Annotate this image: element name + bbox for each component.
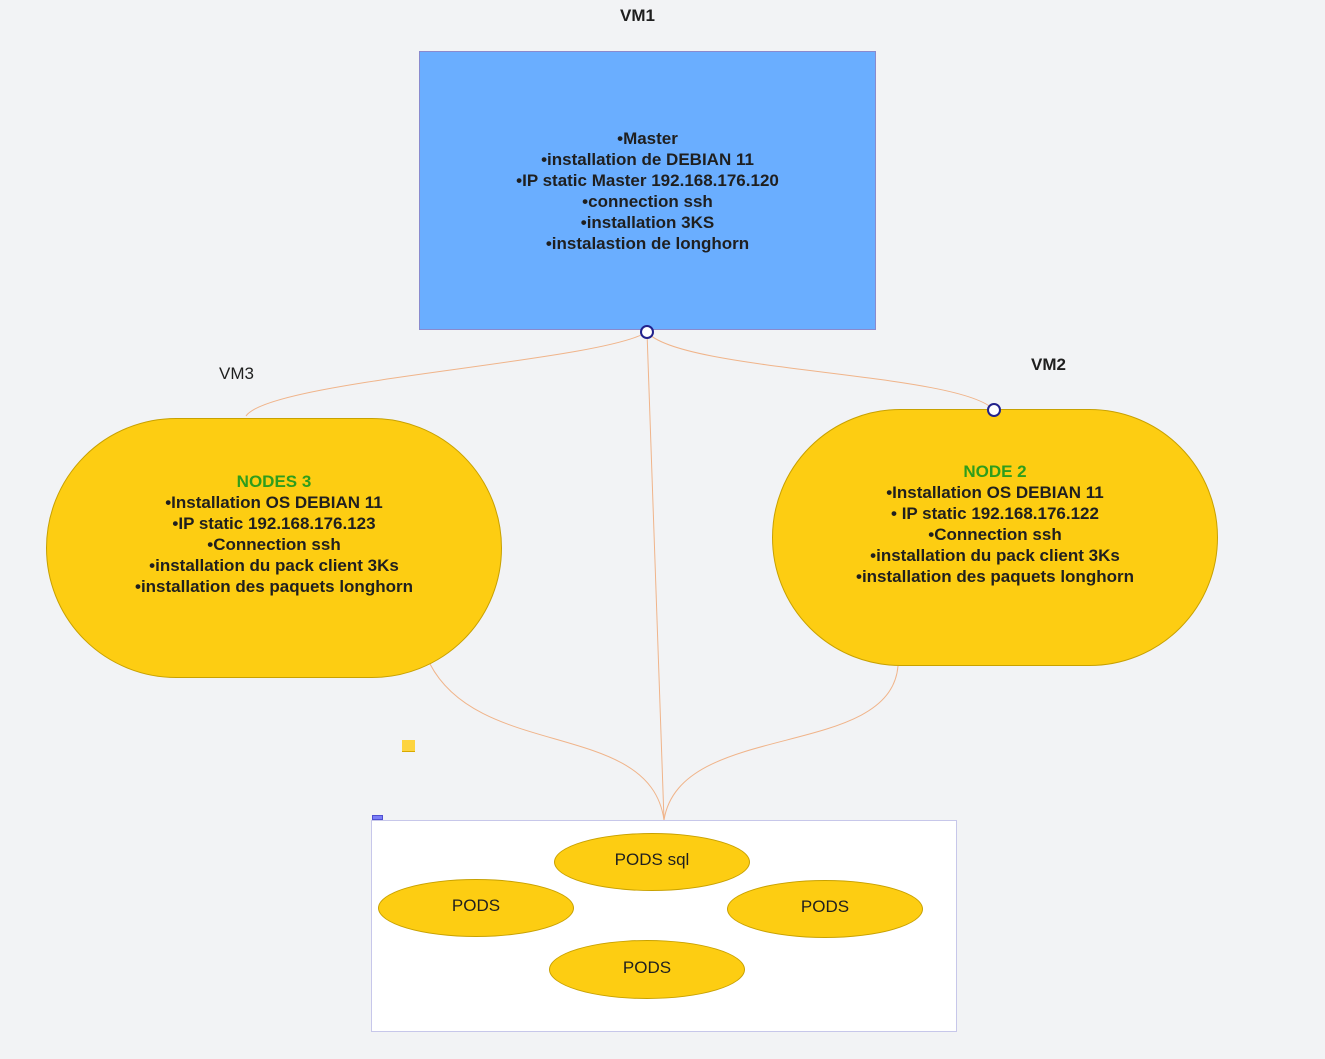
master-item: Master [516,128,779,149]
node3-item: Connection ssh [135,534,413,555]
connector-master-to-vm3[interactable] [245,331,648,417]
master-item: instalastion de longhorn [516,233,779,254]
node2-item: installation des paquets longhorn [856,566,1134,587]
master-item: IP static Master 192.168.176.120 [516,170,779,191]
node2-item: installation du pack client 3Ks [856,545,1134,566]
connector-master-to-pods[interactable] [646,331,665,821]
node3-item: installation du pack client 3Ks [135,555,413,576]
vm2-label: VM2 [1031,355,1066,374]
pod-right[interactable]: PODS [727,880,923,938]
node2-item: Connection ssh [856,524,1134,545]
node2-item: IP static 192.168.176.122 [856,503,1134,524]
master-item: installation 3KS [516,212,779,233]
node3-shape[interactable]: NODES 3 Installation OS DEBIAN 11 IP sta… [46,418,502,678]
sticky-note[interactable] [402,740,415,752]
node3-item: IP static 192.168.176.123 [135,513,413,534]
node3-item: installation des paquets longhorn [135,576,413,597]
pod-sql[interactable]: PODS sql [554,833,750,891]
node2-title: NODE 2 [963,461,1027,481]
master-item: connection ssh [516,191,779,212]
node2-connection-handle[interactable] [987,403,1001,417]
vm3-label: VM3 [219,364,254,383]
node3-title: NODES 3 [236,472,312,491]
master-items: Master installation de DEBIAN 11 IP stat… [516,128,779,254]
vm1-label: VM1 [620,6,655,25]
connector-node3-to-pods[interactable] [429,663,665,821]
node3-items: Installation OS DEBIAN 11 IP static 192.… [135,492,413,597]
node2-items: Installation OS DEBIAN 11 IP static 192.… [856,482,1134,587]
node2-item: Installation OS DEBIAN 11 [856,482,1134,503]
master-item: installation de DEBIAN 11 [516,149,779,170]
master-box[interactable]: Master installation de DEBIAN 11 IP stat… [419,51,876,330]
connector-master-to-node2[interactable] [646,331,995,411]
master-connection-handle[interactable] [640,325,654,339]
node2-shape[interactable]: NODE 2 Installation OS DEBIAN 11 IP stat… [772,409,1218,666]
node3-item: Installation OS DEBIAN 11 [135,492,413,513]
connector-node2-to-pods[interactable] [663,665,899,821]
frame-tag[interactable] [372,815,383,820]
pod-left[interactable]: PODS [378,879,574,937]
pod-bottom[interactable]: PODS [549,940,745,999]
